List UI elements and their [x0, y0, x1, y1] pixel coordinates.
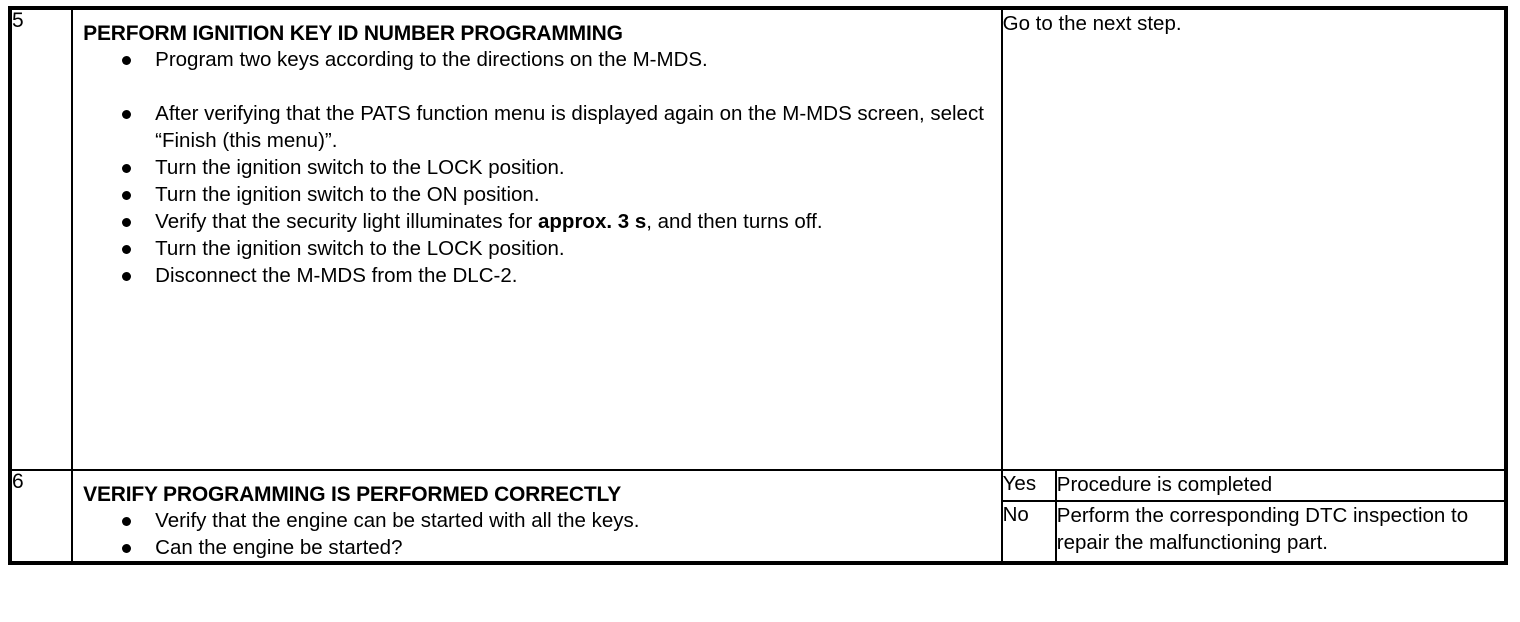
list-item: After verifying that the PATS function m… [73, 100, 1000, 154]
bullet-text: Turn the ignition switch to the LOCK pos… [155, 156, 565, 179]
list-item: Turn the ignition switch to the ON posit… [73, 181, 1000, 208]
list-item: Verify that the engine can be started wi… [73, 507, 1000, 534]
bullet-dot-icon [122, 245, 132, 254]
bullet-text: Disconnect the M-MDS from the DLC-2. [155, 264, 518, 287]
bullet-text: Program two keys according to the direct… [155, 48, 708, 71]
bullet-dot-icon [122, 191, 132, 200]
bullet-dot-icon [122, 56, 132, 65]
bullet-text: After verifying that the PATS function m… [155, 102, 984, 152]
bullet-dot-icon [122, 517, 132, 526]
bullet-dot-icon [122, 164, 132, 173]
bullet-text-post: , and then turns off. [646, 210, 823, 233]
step-bullet-list-6: Verify that the engine can be started wi… [73, 507, 1000, 561]
list-item: Turn the ignition switch to the LOCK pos… [73, 154, 1000, 181]
table-row: 6 VERIFY PROGRAMMING IS PERFORMED CORREC… [8, 468, 1508, 564]
step-number-cell-5: 5 [8, 7, 74, 471]
step-body-cell-5: PERFORM IGNITION KEY ID NUMBER PROGRAMMI… [71, 7, 1003, 471]
action-cell-5: Go to the next step. [1000, 7, 1508, 471]
bullet-dot-icon [122, 544, 132, 553]
step-number-cell-6: 6 [8, 469, 74, 564]
step-bullet-list-5: Program two keys according to the direct… [73, 46, 1000, 289]
diagnostic-procedure-table: 5 PERFORM IGNITION KEY ID NUMBER PROGRAM… [8, 6, 1508, 565]
action-cell-yes: Procedure is completed [1054, 468, 1508, 503]
list-item: Verify that the security light illuminat… [73, 208, 1000, 235]
bullet-text: Turn the ignition switch to the LOCK pos… [155, 237, 565, 260]
bullet-dot-icon [122, 110, 132, 119]
list-item: Disconnect the M-MDS from the DLC-2. [73, 262, 1000, 289]
bullet-text-pre: Verify that the security light illuminat… [155, 210, 538, 233]
table-row: No Perform the corresponding DTC inspect… [10, 500, 1508, 564]
bullet-dot-icon [122, 272, 132, 281]
bullet-text: Can the engine be started? [155, 536, 403, 559]
step-title-5: PERFORM IGNITION KEY ID NUMBER PROGRAMMI… [83, 22, 623, 45]
bullet-text-emphasis: approx. 3 s [538, 210, 647, 233]
bullet-text: Turn the ignition switch to the ON posit… [155, 183, 540, 206]
step-number-5: 5 [12, 9, 24, 32]
action-text: Perform the corresponding DTC inspection… [1056, 504, 1469, 555]
bullet-text: Verify that the engine can be started wi… [155, 509, 640, 532]
list-item: Can the engine be started? [73, 534, 1000, 561]
result-label-no: No [1000, 500, 1057, 564]
step-title-6: VERIFY PROGRAMMING IS PERFORMED CORRECTL… [83, 483, 622, 506]
result-label-text: No [1002, 503, 1029, 527]
step-body-cell-6: VERIFY PROGRAMMING IS PERFORMED CORRECTL… [71, 469, 1003, 564]
action-text: Procedure is completed [1056, 473, 1273, 496]
step-number-6: 6 [12, 470, 24, 493]
list-item: Program two keys according to the direct… [73, 46, 1000, 73]
table-row: 5 PERFORM IGNITION KEY ID NUMBER PROGRAM… [8, 7, 1508, 471]
result-label-yes: Yes [1000, 468, 1057, 503]
result-label-text: Yes [1002, 472, 1037, 495]
action-text: Go to the next step. [1002, 12, 1182, 35]
list-item: Turn the ignition switch to the LOCK pos… [73, 235, 1000, 262]
bullet-dot-icon [122, 218, 132, 227]
action-cell-no: Perform the corresponding DTC inspection… [1054, 500, 1508, 564]
